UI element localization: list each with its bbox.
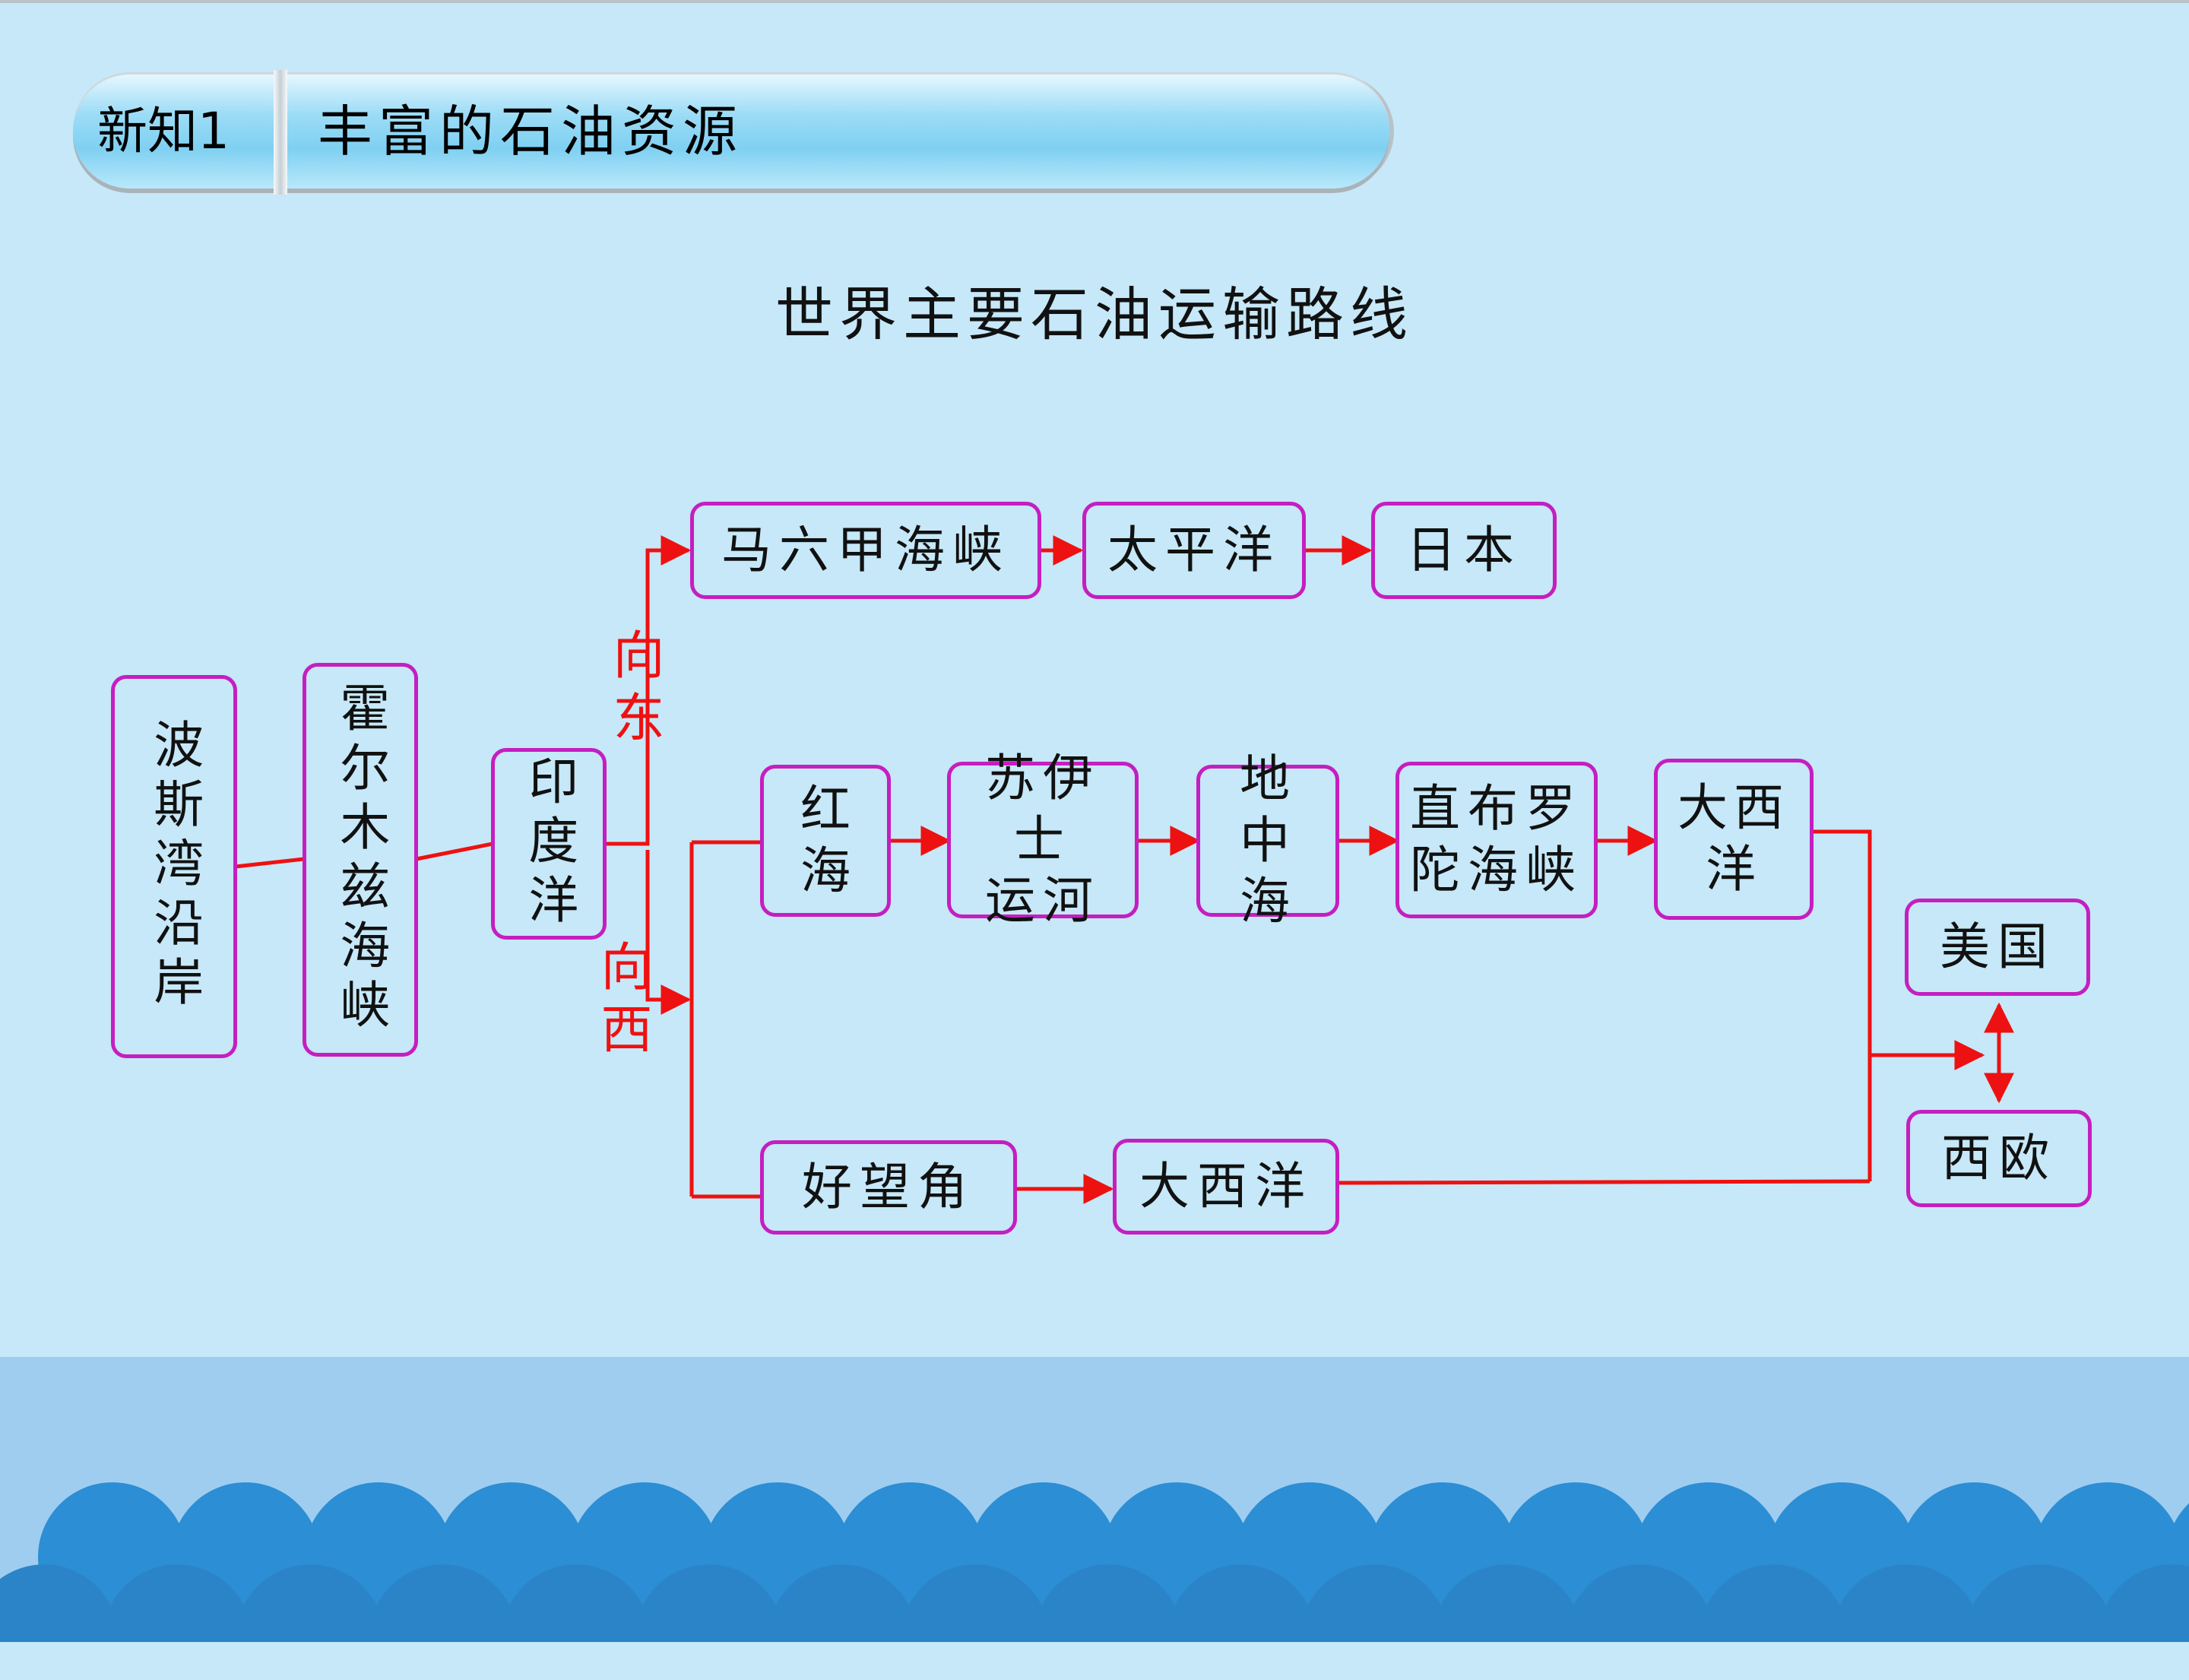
wave-bump bbox=[369, 1564, 518, 1642]
slide: 新知1 丰富的石油资源 世界主要石油运输路线 bbox=[0, 0, 2189, 1642]
wave-bump bbox=[2098, 1564, 2189, 1642]
node-suez-canal: 苏伊士 运河 bbox=[947, 749, 1139, 930]
wave-bump bbox=[1965, 1564, 2114, 1642]
link-gulf-hormuz bbox=[235, 857, 305, 869]
node-mediterranean: 地中海 bbox=[1196, 750, 1339, 930]
wave-bump bbox=[768, 1564, 917, 1642]
wave-bump bbox=[502, 1564, 651, 1642]
wave-bump bbox=[1699, 1564, 1848, 1642]
node-western-europe: 西欧 bbox=[1906, 1110, 2092, 1207]
label-westward: 向西 bbox=[591, 940, 651, 1064]
node-red-sea: 红海 bbox=[760, 765, 891, 917]
node-pacific-ocean: 太平洋 bbox=[1082, 502, 1306, 599]
wave-bump bbox=[1167, 1564, 1316, 1642]
wave-row-front bbox=[0, 1564, 2189, 1642]
node-indian-ocean: 印度洋 bbox=[491, 748, 607, 940]
header-banner bbox=[73, 74, 1389, 189]
wave-bump bbox=[236, 1564, 385, 1642]
link-hormuz-indian bbox=[416, 842, 493, 861]
node-usa: 美国 bbox=[1905, 899, 2090, 996]
node-japan: 日本 bbox=[1371, 502, 1557, 599]
wave-bump bbox=[635, 1564, 784, 1642]
node-persian-gulf: 波斯湾沿岸 bbox=[111, 675, 237, 1058]
wave-bump bbox=[1300, 1564, 1449, 1642]
link-atlantic-south-out bbox=[1337, 1179, 1871, 1185]
top-border bbox=[0, 0, 2189, 3]
node-hormuz-strait: 霍尔木兹海峡 bbox=[303, 663, 418, 1057]
label-eastward: 向东 bbox=[603, 628, 664, 753]
header-divider bbox=[274, 70, 287, 195]
section-title: 丰富的石油资源 bbox=[318, 100, 744, 163]
wave-bump bbox=[1034, 1564, 1183, 1642]
node-gibraltar-strait: 直布罗 陀海峡 bbox=[1395, 762, 1598, 918]
route-connectors bbox=[235, 535, 2014, 1204]
wave-bump bbox=[0, 1564, 119, 1642]
node-atlantic-south: 大西洋 bbox=[1113, 1139, 1339, 1235]
node-cape-of-good-hope: 好望角 bbox=[760, 1140, 1017, 1235]
link-west-branch bbox=[645, 850, 692, 1015]
link-east-branch bbox=[605, 535, 692, 846]
node-atlantic-north: 大西洋 bbox=[1654, 759, 1814, 920]
wave-bump bbox=[901, 1564, 1050, 1642]
node-malacca-strait: 马六甲海峡 bbox=[690, 502, 1041, 599]
wave-bump bbox=[1566, 1564, 1715, 1642]
wave-bump bbox=[103, 1564, 252, 1642]
diagram-title: 世界主要石油运输路线 bbox=[775, 281, 1414, 348]
link-atlantic-north-out bbox=[1812, 829, 1872, 1181]
section-label: 新知1 bbox=[97, 102, 230, 160]
wave-bump bbox=[1832, 1564, 1981, 1642]
wave-bump bbox=[1433, 1564, 1582, 1642]
